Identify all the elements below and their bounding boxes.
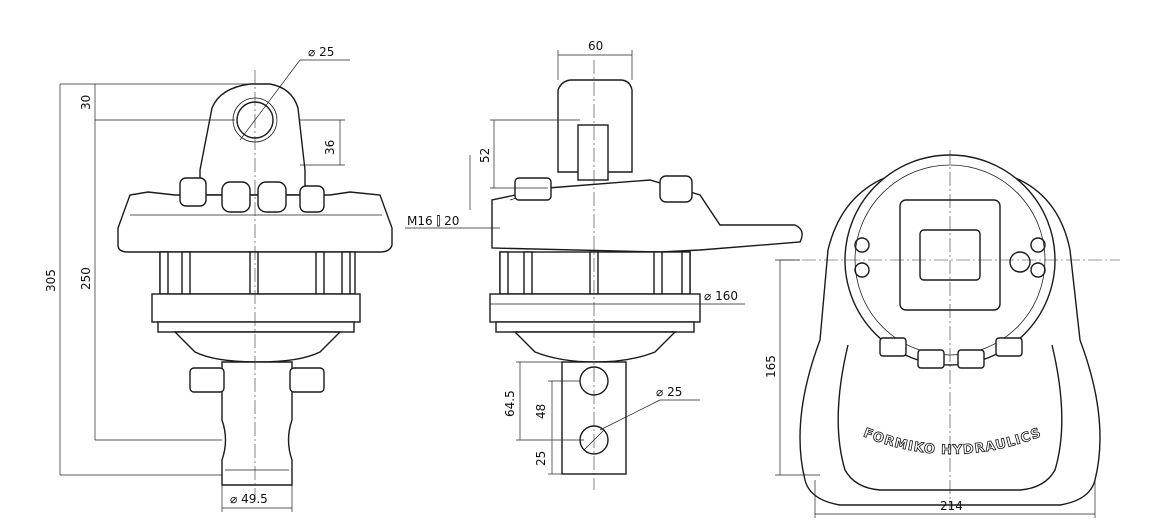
dimension-lines <box>59 50 1096 518</box>
dim-hole-spacing: 48 <box>534 404 548 419</box>
dim-total-height: 305 <box>44 269 58 292</box>
dimension-labels: ⌀ 25 30 36 305 250 ⌀ 49.5 60 52 M16 ⫿ 20… <box>44 39 963 513</box>
dim-pin-diameter-top: ⌀ 25 <box>308 45 334 59</box>
side-view <box>489 60 803 490</box>
dim-side-width: 60 <box>588 39 603 53</box>
dim-top-offset: 30 <box>79 95 93 110</box>
dim-thread: M16 ⫿ 20 <box>407 214 459 228</box>
bottom-view: FORMIKO HYDRAULICS <box>780 150 1120 510</box>
dim-shaft-length: 64.5 <box>503 390 517 417</box>
dim-flange-diameter: ⌀ 160 <box>704 289 738 303</box>
dim-shaft-bottom: 25 <box>534 451 548 466</box>
dim-ear-height: 36 <box>323 140 337 155</box>
front-view <box>117 70 393 500</box>
dim-body-height: 250 <box>79 267 93 290</box>
side-bolts <box>499 251 691 295</box>
dim-side-height: 52 <box>478 148 492 163</box>
dim-shaft-pin-diameter: ⌀ 25 <box>656 385 682 399</box>
dim-base-width: 214 <box>940 499 963 513</box>
dim-shaft-diameter: ⌀ 49.5 <box>230 492 268 506</box>
dim-base-height: 165 <box>764 355 778 378</box>
